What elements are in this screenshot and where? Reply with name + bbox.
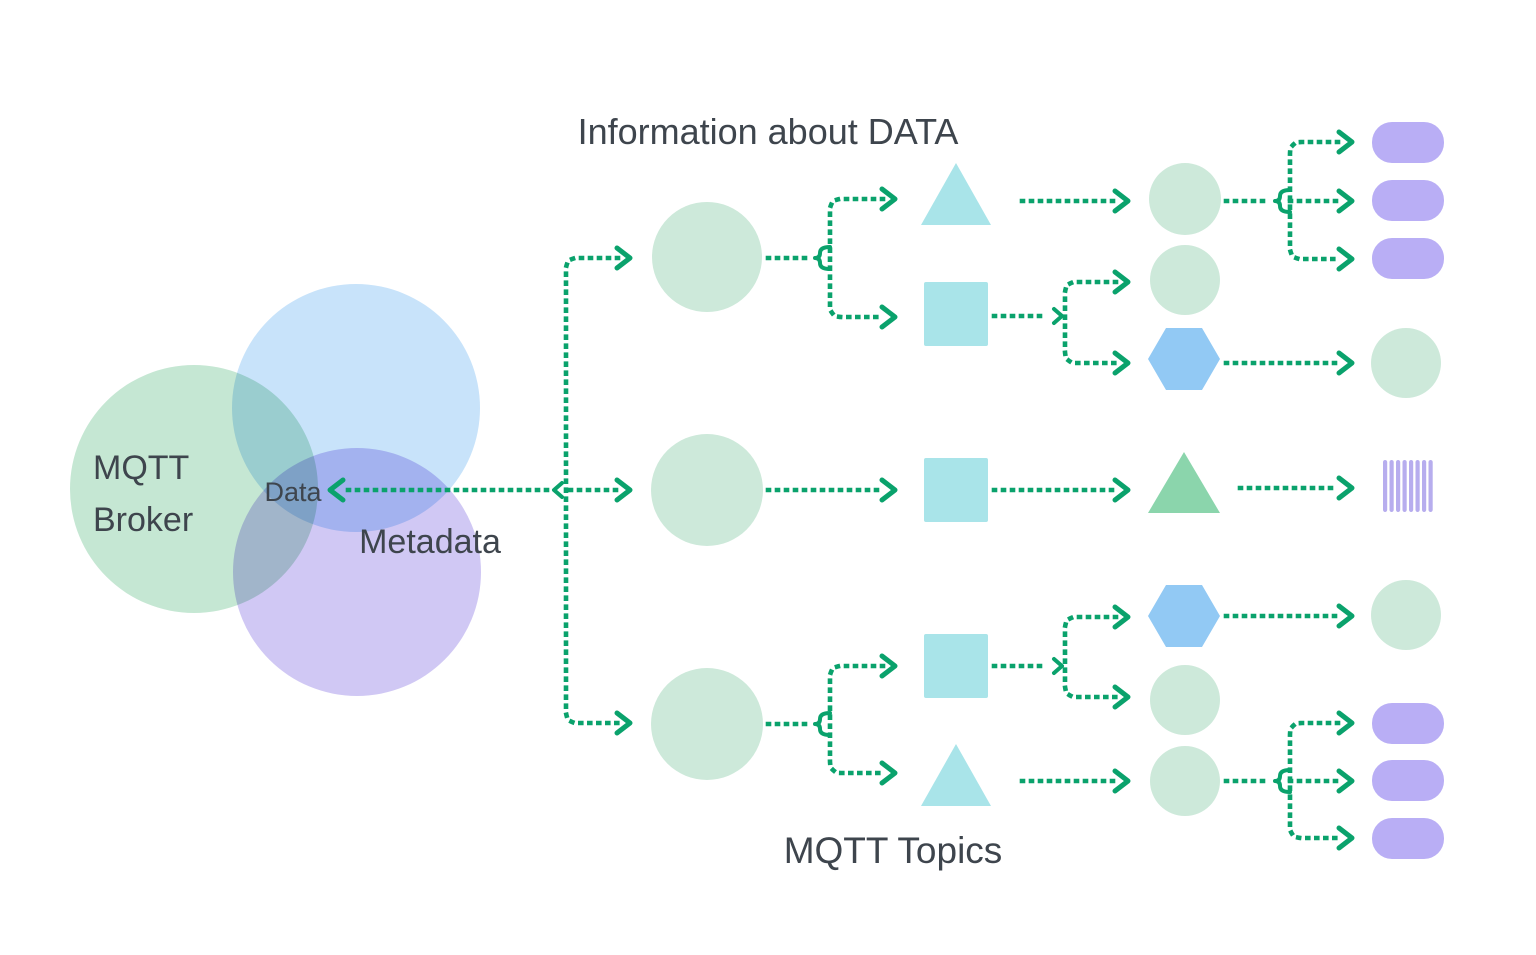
- green-triangle-node: [1148, 452, 1220, 513]
- arrowhead-right-icons: [614, 129, 1355, 851]
- connector-square1-split: [1062, 279, 1119, 366]
- connector-square2-split: [1062, 614, 1119, 700]
- pill-node: [1372, 703, 1444, 744]
- pill-node: [1372, 122, 1444, 163]
- diagram-title: Information about DATA: [578, 111, 959, 152]
- venn-broker-label-line2: Broker: [93, 501, 193, 539]
- junction-tick-icons: [552, 307, 1064, 675]
- hexagon-node: [1148, 328, 1220, 390]
- pill-node: [1372, 238, 1444, 279]
- triangle-node: [921, 163, 991, 225]
- topic-circle-node: [1150, 245, 1220, 315]
- topic-circle-node: [1150, 746, 1220, 816]
- topic-circle-node: [651, 668, 763, 780]
- pill-node: [1372, 818, 1444, 859]
- venn-metadata-label: Metadata: [359, 523, 501, 561]
- connector-trunk: [563, 255, 621, 726]
- topic-circle-node: [1371, 328, 1441, 398]
- topic-circle-node: [1150, 665, 1220, 735]
- pill-node: [1372, 180, 1444, 221]
- tree-nodes: [651, 122, 1444, 859]
- arrowhead-left-icon: [327, 477, 346, 503]
- square-node: [924, 634, 988, 698]
- branch-brace-icons: [813, 188, 1292, 794]
- pill-node: [1372, 760, 1444, 801]
- dotted-connectors: [345, 139, 1341, 841]
- venn-data-label: Data: [264, 477, 322, 507]
- topic-circle-node: [1149, 163, 1221, 235]
- triangle-node: [921, 744, 991, 806]
- arrowheads: [327, 129, 1355, 851]
- venn-circle-metadata: [233, 448, 481, 696]
- square-node: [924, 458, 988, 522]
- venn-diagram: MQTT Broker Data Metadata: [70, 284, 501, 696]
- topic-circle-node: [1371, 580, 1441, 650]
- diagram-footer-label: MQTT Topics: [784, 830, 1003, 871]
- venn-broker-label-line1: MQTT: [93, 449, 189, 487]
- square-node: [924, 282, 988, 346]
- topic-circle-node: [651, 434, 763, 546]
- connector-row3-split: [827, 663, 886, 776]
- striped-block-node: [1383, 460, 1433, 512]
- topic-circle-node: [652, 202, 762, 312]
- connector-row1-split: [827, 196, 886, 320]
- hexagon-node: [1148, 585, 1220, 647]
